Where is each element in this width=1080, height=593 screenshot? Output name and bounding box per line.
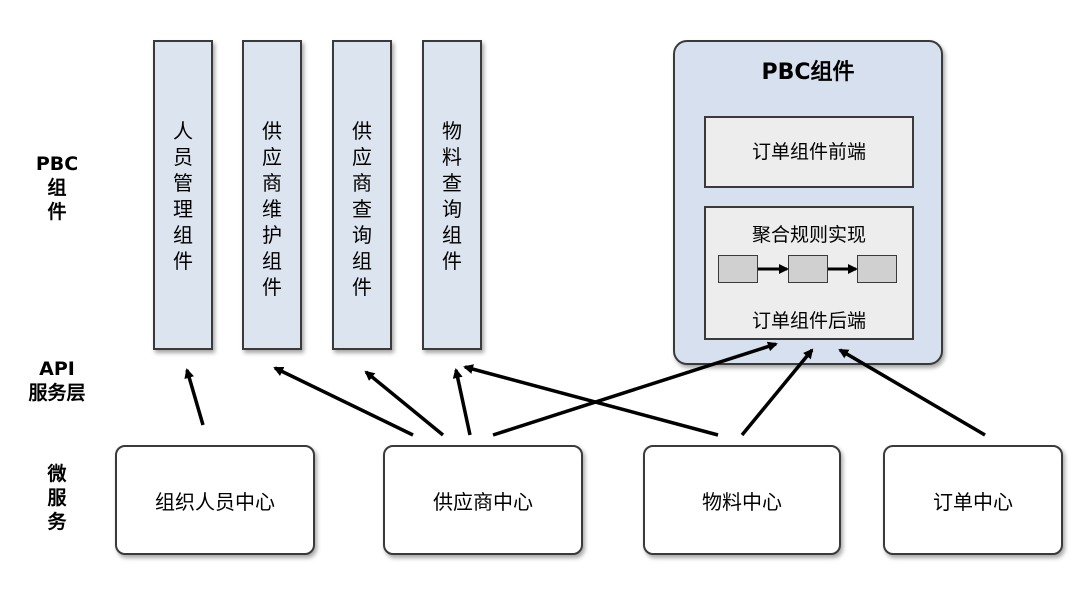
order-backend-label: 订单组件后端 [751,310,866,332]
microservice-supplier: 供应商中心 [383,445,583,555]
pbc-component-supplier-query: 供 应 商 查 询 组 件 [332,40,392,350]
microservice-label: 订单中心 [933,489,1013,514]
aggregation-rule-label: 聚合规则实现 [751,224,866,246]
arrow-material-to-order-backend [740,348,814,437]
arrow-supplier-to-query [364,370,445,437]
microservice-label: 物料中心 [702,489,782,514]
pbc-component-label: 供 应 商 维 护 组 件 [262,119,282,299]
pbc-component-material-query: 物 料 查 询 组 件 [422,40,482,350]
microservice-layer-label: 微 服 务 [47,463,67,533]
order-frontend-label: 订单组件前端 [751,141,866,163]
pbc-component-label: 供 应 商 查 询 组 件 [352,119,372,299]
arrow-supplier-to-order-backend [492,341,778,437]
microservice-material: 物料中心 [643,445,841,555]
order-frontend-box: 订单组件前端 [704,116,914,188]
rule-step-box [788,255,828,283]
arrow-supplier-to-material-query [452,368,472,436]
pbc-component-supplier-maintenance: 供 应 商 维 护 组 件 [242,40,302,350]
rule-step-box [857,255,897,283]
microservice-org-personnel: 组织人员中心 [115,445,315,555]
arrow-order-to-order-backend [838,348,986,437]
pbc-component-label: 人 员 管 理 组 件 [173,119,193,273]
rule-step-box [718,255,758,283]
panel-title: PBC组件 [761,60,855,85]
microservice-label: 供应商中心 [433,489,533,514]
api-layer-label: API 服务层 [28,358,86,404]
pbc-layer-label: PBC 组 件 [35,153,79,223]
arrow-material-to-material-query [463,364,719,437]
pbc-component-label: 物 料 查 询 组 件 [442,119,462,273]
pbc-component-personnel: 人 员 管 理 组 件 [153,40,213,350]
arrow-personnel-to-component [184,368,205,426]
microservice-label: 组织人员中心 [155,489,275,514]
arrow-supplier-to-maintenance [273,366,414,437]
microservice-order: 订单中心 [883,445,1063,555]
